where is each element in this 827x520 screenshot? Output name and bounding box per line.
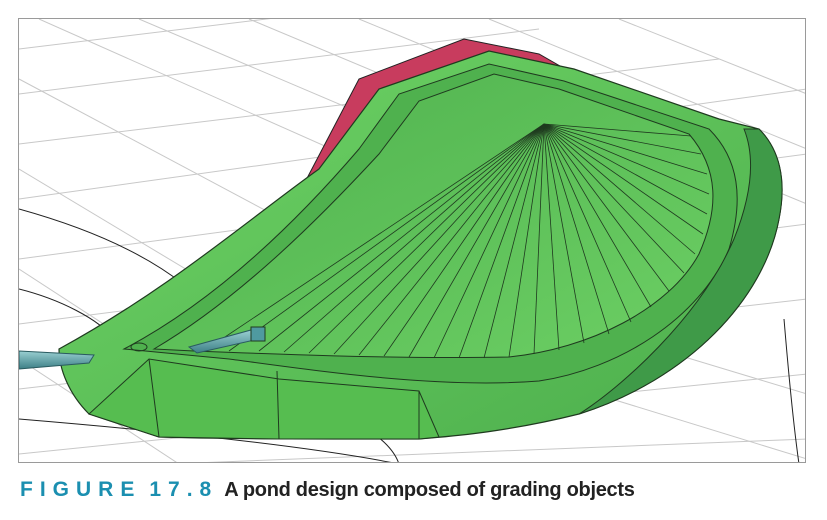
pond-3d-view: [19, 19, 805, 462]
inlet-pipe: [19, 350, 95, 370]
drawing-viewport: [18, 18, 806, 463]
pond-floor: [152, 73, 714, 359]
front-embankment: [88, 358, 440, 440]
figure-label: FIGURE: [20, 478, 142, 501]
radial-grading-lines: [203, 123, 710, 359]
figure-caption: FIGURE 17.8 A pond design composed of gr…: [20, 478, 810, 508]
figure-caption-text: A pond design composed of grading object…: [224, 479, 635, 501]
manhole-icon: [130, 342, 148, 352]
figure-number: 17.8: [149, 478, 219, 501]
pond-outer-side: [578, 128, 783, 415]
outlet-structure: [250, 326, 266, 342]
